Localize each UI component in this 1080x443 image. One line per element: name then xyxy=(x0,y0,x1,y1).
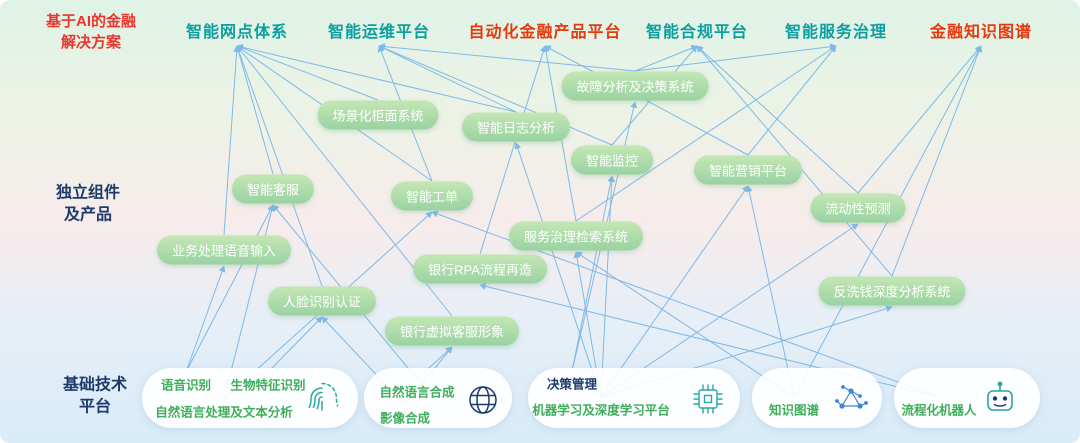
solution-title: 金融知识图谱 xyxy=(929,24,1033,41)
tech-item: 自然语言处理及文本分析 xyxy=(155,405,293,420)
component-pill: 流动性预测 xyxy=(810,193,906,223)
component-pill: 业务处理语音输入 xyxy=(156,235,292,265)
solution-title: 智能服务治理 xyxy=(784,24,888,41)
edge xyxy=(236,44,379,101)
component-pill: 故障分析及决策系统 xyxy=(561,71,709,101)
solution-section-label: 基于AI的金融 解决方案 xyxy=(45,13,137,51)
tech-group xyxy=(752,368,882,428)
edge xyxy=(634,44,698,72)
component-pill: 反洗钱深度分析系统 xyxy=(818,276,966,306)
tech-group xyxy=(364,368,512,428)
edge xyxy=(747,45,837,156)
component-pill: 智能营销平台 xyxy=(693,155,803,185)
tech-section-label: 基础技术 平台 xyxy=(62,376,128,416)
tech-item: 知识图谱 xyxy=(768,403,820,418)
tech-group xyxy=(894,368,1040,428)
component-pill: 服务治理检索系统 xyxy=(508,221,644,251)
component-pill: 人脸识别认证 xyxy=(267,286,377,316)
robot-icon xyxy=(980,379,1020,419)
edge xyxy=(378,43,636,72)
component-pill: 银行RPA流程再造 xyxy=(413,254,547,284)
edge xyxy=(857,45,982,194)
edge xyxy=(185,204,274,373)
solution-title: 智能网点体系 xyxy=(185,24,289,41)
tech-group xyxy=(142,368,358,428)
components-section-label: 独立组件 及产品 xyxy=(55,184,121,224)
tech-item: 影像合成 xyxy=(379,411,431,426)
tech-item: 自然语言合成 xyxy=(379,385,455,400)
fingerprint-icon xyxy=(302,379,342,419)
component-pill: 智能监控 xyxy=(570,145,654,175)
component-pill: 智能客服 xyxy=(231,174,315,204)
tech-item: 决策管理 xyxy=(546,377,598,392)
edge xyxy=(571,175,615,372)
tech-item: 流程化机器人 xyxy=(901,403,977,418)
component-pill: 银行虚拟客服形象 xyxy=(384,316,520,346)
knowledge-graph-icon xyxy=(831,380,871,420)
solution-title: 智能运维平台 xyxy=(327,24,431,41)
edge xyxy=(267,316,323,373)
component-pill: 智能工单 xyxy=(390,181,474,211)
solution-title: 自动化金融产品平台 xyxy=(468,24,622,41)
edge xyxy=(544,45,749,156)
edge xyxy=(634,43,837,72)
edge xyxy=(223,45,241,236)
edge xyxy=(745,185,795,398)
chip-icon xyxy=(688,379,728,419)
edge xyxy=(891,45,983,277)
globe-icon xyxy=(463,380,503,420)
edge xyxy=(600,185,749,398)
tech-item: 生物特征识别 xyxy=(230,378,306,393)
component-pill: 智能日志分析 xyxy=(461,112,571,142)
edge xyxy=(600,175,616,398)
edge xyxy=(185,265,226,373)
tech-item: 机器学习及深度学习平台 xyxy=(532,403,670,418)
solution-title: 智能合规平台 xyxy=(645,24,749,41)
tech-item: 语音识别 xyxy=(160,378,212,393)
edge xyxy=(235,45,274,175)
component-pill: 场景化柜面系统 xyxy=(317,100,439,130)
